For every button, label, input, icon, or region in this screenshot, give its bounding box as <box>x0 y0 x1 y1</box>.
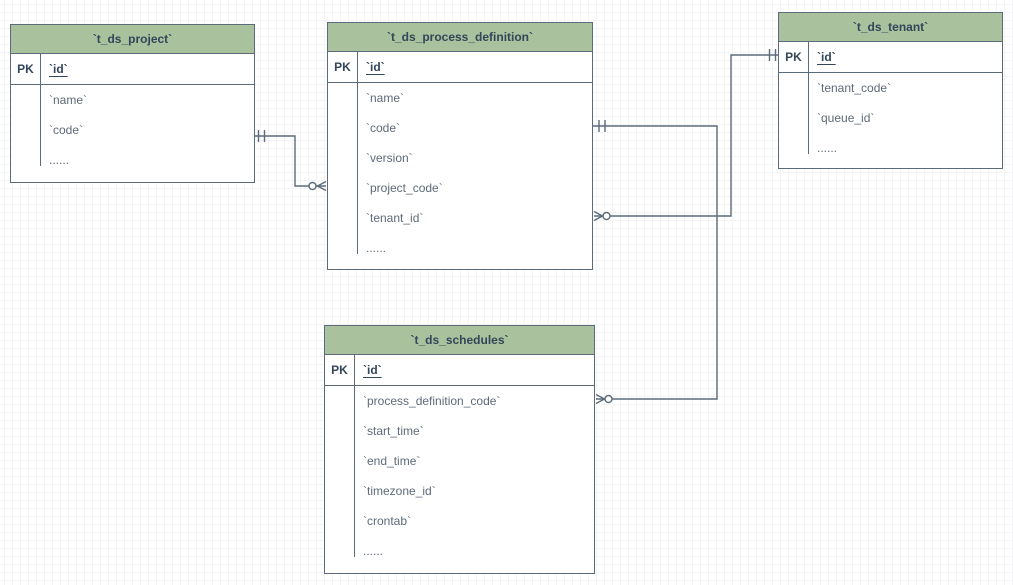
pk-label: PK <box>779 42 809 72</box>
entity-body: `name` `code` `version` `project_code` `… <box>328 83 592 263</box>
cardinality-zero-marker <box>602 211 611 221</box>
field-row: `tenant_id` <box>366 211 424 225</box>
entity-title: `t_ds_project` <box>11 25 254 54</box>
field-row: `code` <box>49 123 84 137</box>
field-row: ...... <box>363 544 384 558</box>
entity-title: `t_ds_tenant` <box>779 13 1002 42</box>
cardinality-one-marker <box>598 120 606 132</box>
column-divider <box>40 85 41 166</box>
field-row: `code` <box>366 121 401 135</box>
column-divider <box>808 73 809 154</box>
cardinality-many-marker <box>595 393 605 405</box>
entity-t-ds-schedules[interactable]: `t_ds_schedules` PK `id` `process_defini… <box>324 325 595 574</box>
cardinality-zero-marker <box>308 181 317 191</box>
field-row: `name` <box>366 91 405 105</box>
field-row: `crontab` <box>363 514 412 528</box>
field-row: `queue_id` <box>817 111 875 125</box>
field-row: `timezone_id` <box>363 484 436 498</box>
column-divider <box>357 83 358 254</box>
cardinality-one-marker <box>768 49 777 61</box>
pk-row: PK `id` <box>325 355 594 386</box>
pk-label: PK <box>325 355 355 385</box>
entity-t-ds-project[interactable]: `t_ds_project` PK `id` `name` `code` ...… <box>10 24 255 183</box>
entity-title: `t_ds_process_definition` <box>328 23 592 52</box>
entity-t-ds-process-definition[interactable]: `t_ds_process_definition` PK `id` `name`… <box>327 22 593 270</box>
pk-row: PK `id` <box>328 52 592 83</box>
cardinality-one-marker <box>257 130 266 142</box>
entity-body: `process_definition_code` `start_time` `… <box>325 386 594 566</box>
entity-body: `name` `code` ...... <box>11 85 254 175</box>
cardinality-many-marker <box>593 210 603 222</box>
pk-row: PK `id` <box>779 42 1002 73</box>
pk-field: `id` <box>817 50 836 64</box>
field-row: `end_time` <box>363 454 421 468</box>
field-row: `tenant_code` <box>817 81 892 95</box>
field-row: ...... <box>49 153 70 167</box>
pk-field: `id` <box>366 60 385 74</box>
relationship-processdefinition-schedules[interactable] <box>593 120 718 405</box>
pk-field: `id` <box>363 363 382 377</box>
pk-label: PK <box>328 52 358 82</box>
field-row: ...... <box>366 241 387 255</box>
field-row: `start_time` <box>363 424 424 438</box>
field-row: `process_definition_code` <box>363 394 501 408</box>
entity-body: `tenant_code` `queue_id` ...... <box>779 73 1002 163</box>
entity-title: `t_ds_schedules` <box>325 326 594 355</box>
column-divider <box>354 386 355 557</box>
field-row: `version` <box>366 151 413 165</box>
field-row: `project_code` <box>366 181 443 195</box>
pk-label: PK <box>11 54 41 84</box>
field-row: `name` <box>49 93 88 107</box>
relationship-project-processdefinition[interactable] <box>255 130 327 192</box>
field-row: ...... <box>817 141 838 155</box>
cardinality-many-marker <box>317 180 327 192</box>
cardinality-zero-marker <box>604 394 613 404</box>
pk-field: `id` <box>49 62 68 76</box>
pk-row: PK `id` <box>11 54 254 85</box>
entity-t-ds-tenant[interactable]: `t_ds_tenant` PK `id` `tenant_code` `que… <box>778 12 1003 169</box>
relationship-tenant-processdefinition[interactable] <box>593 49 778 222</box>
